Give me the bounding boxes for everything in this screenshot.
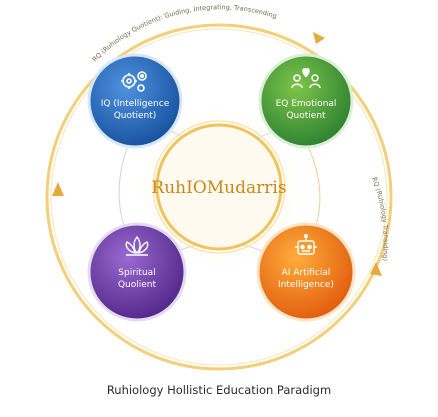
node-iq-line1: IQ (Intelligence: [101, 99, 170, 109]
gears-icon: [121, 71, 147, 92]
outer-ring: [45, 23, 393, 371]
node-eq: EQ Emotional Quotient: [258, 53, 354, 149]
diagram-caption: Ruhiology Hollistic Education Paradigm: [106, 383, 332, 397]
center-label: RuhIOMudarris: [151, 178, 286, 198]
people-heart-icon: [291, 68, 321, 89]
lotus-icon: [125, 235, 149, 256]
node-ai-line2: Intelligence): [278, 280, 334, 290]
node-sq-line1: Spiritual: [118, 268, 155, 278]
node-sq: Spiritual Quolient: [87, 222, 187, 322]
center-circle: [155, 123, 283, 251]
node-iq-line2: Quotient): [114, 111, 157, 121]
node-sq-line2: Quolient: [118, 280, 157, 290]
robot-icon: [295, 233, 317, 255]
node-iq: IQ (Intelligence Quotient): [87, 53, 183, 149]
left-arrow-icon: [52, 182, 64, 196]
node-eq-line2: Quotient: [286, 111, 326, 121]
top-arrow-icon: [313, 32, 325, 44]
node-ai: AI Artificial Intelligence): [256, 222, 356, 322]
node-eq-line1: EQ Emotional: [276, 99, 337, 109]
top-arc-label: RQ (Ruhiology Quotient): Guiding, Integr…: [91, 3, 278, 63]
outer-ring-inner: [50, 28, 388, 366]
node-ai-line1: AI Artificial: [282, 268, 331, 278]
right-arrow-icon: [370, 262, 382, 276]
center-circle-halo: [152, 120, 286, 254]
top-arc-textpath: RQ (Ruhiology Quotient): Guiding, Integr…: [91, 3, 278, 63]
